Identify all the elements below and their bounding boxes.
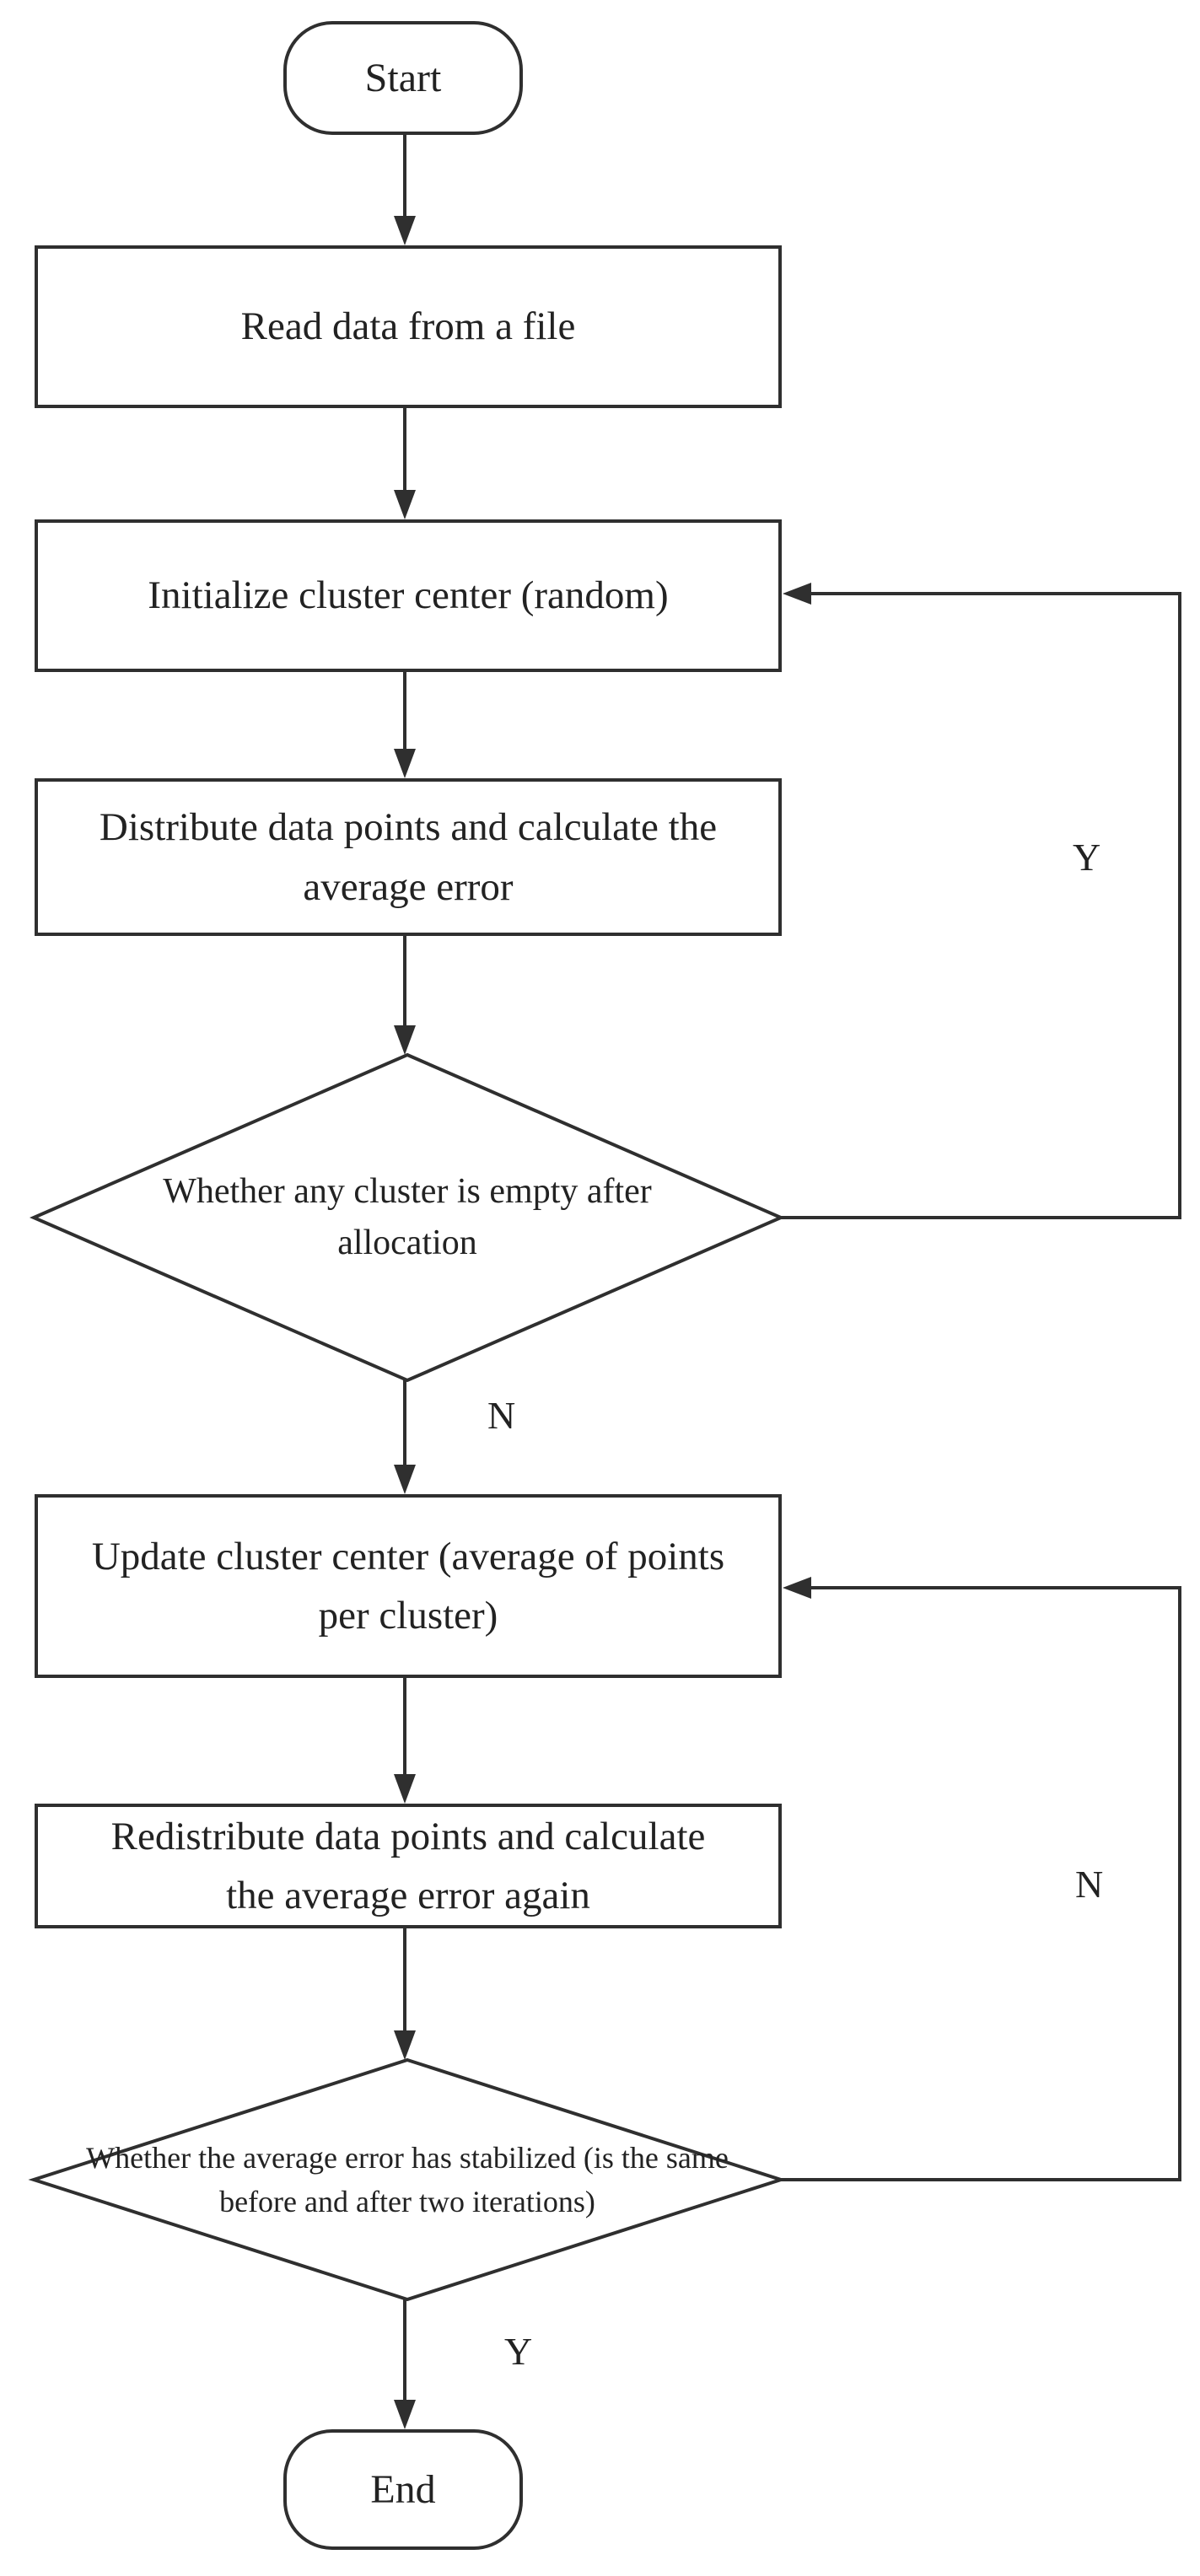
- node-read-data-label: Read data from a file: [240, 304, 576, 349]
- arrowhead: [394, 1774, 416, 1804]
- arrowhead: [394, 1465, 416, 1494]
- node-redistribute-points-label: Redistribute data points and calculate t…: [110, 1814, 706, 1918]
- arrowhead: [394, 749, 416, 778]
- arrowhead: [394, 2030, 416, 2060]
- loop-stablecheck-no: [781, 1586, 1181, 2181]
- node-redistribute-points: Redistribute data points and calculate t…: [35, 1804, 782, 1928]
- arrowhead: [394, 490, 416, 519]
- arrowhead: [394, 2400, 416, 2429]
- arrowhead: [394, 216, 416, 245]
- edge-label-stablecheck-no: N: [1075, 1863, 1104, 1906]
- edge-label-emptycheck-no: N: [487, 1394, 516, 1437]
- node-distribute-points: Distribute data points and calculate the…: [35, 778, 782, 936]
- arrowhead: [394, 1025, 416, 1055]
- node-initialize-centers-label: Initialize cluster center (random): [148, 573, 669, 618]
- node-read-data: Read data from a file: [35, 245, 782, 408]
- edge-label-emptycheck-yes: Y: [1073, 836, 1101, 879]
- node-update-centers-label: Update cluster center (average of points…: [91, 1534, 725, 1638]
- decision-error-stabilized-shape: [28, 2057, 787, 2302]
- decision-error-stabilized-label: Whether the average error has stabilized…: [86, 2140, 729, 2218]
- node-end-label: End: [370, 2467, 436, 2512]
- node-end: End: [283, 2429, 523, 2550]
- node-update-centers: Update cluster center (average of points…: [35, 1494, 782, 1678]
- decision-empty-cluster-shape: [29, 1052, 786, 1383]
- arrowhead: [783, 583, 811, 605]
- node-start: Start: [283, 21, 523, 135]
- loop-emptycheck-yes: [781, 592, 1181, 1219]
- node-distribute-points-label: Distribute data points and calculate the…: [99, 805, 718, 909]
- node-start-label: Start: [364, 56, 442, 100]
- node-initialize-centers: Initialize cluster center (random): [35, 519, 782, 672]
- decision-empty-cluster-label: Whether any cluster is empty after alloc…: [163, 1172, 652, 1262]
- edge-label-stablecheck-yes: Y: [504, 2330, 533, 2373]
- arrowhead: [783, 1577, 811, 1599]
